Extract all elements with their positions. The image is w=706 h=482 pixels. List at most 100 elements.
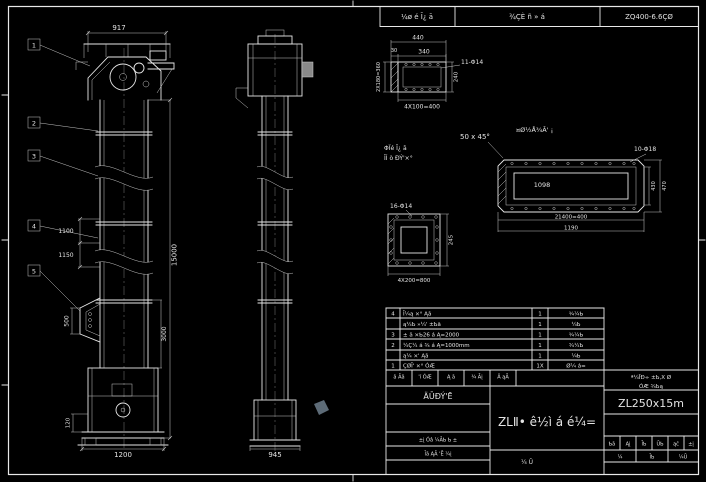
dim-945: 945 (268, 451, 281, 459)
detail-c: 16-Φ14 245 4X200=800 (387, 203, 455, 284)
tb-grid1-1: Ąį (626, 442, 631, 448)
bom-desc: ą¼ ×' Ąā (403, 354, 428, 360)
balloon-callouts: 1 2 3 4 5 (27, 38, 99, 312)
note-line-1: ΦΪé Ī¿ ā (384, 145, 407, 152)
tb-grid2-0: ¼ (618, 455, 623, 461)
dim-430: 430 (651, 181, 657, 191)
dim-3000: 3000 (161, 326, 168, 341)
bom-row: 1 ÇØĪ' ×° ÓÆ 1X Ø¼ á= (391, 363, 586, 370)
boot-section (77, 367, 169, 446)
bom-no: 4 (391, 312, 395, 318)
elevator-head (75, 43, 175, 101)
bom-desc: ± ā ×Ƅ26 á Ą=2000 (403, 332, 460, 339)
drawing-title: ZLⅡ• ê½ì á é¼= (498, 415, 596, 429)
bom-no: 1 (391, 364, 395, 370)
right-note: ¤Ø½Å¾Ā' ¡ (516, 125, 553, 134)
tb-small-2: Ą ā (447, 375, 455, 381)
dim-bottom-b1: 21400=400 (555, 215, 588, 221)
balloon-2: 2 (32, 120, 36, 128)
side-view: 945 (235, 29, 329, 459)
holes-label-b: 10-Φ18 (634, 146, 656, 153)
balloon-5: 5 (32, 268, 36, 276)
detail-a: 440 340 30 4X100=400 2X180=360 240 11-Φ1… (376, 35, 483, 111)
bom-desc: ÇØĪ' ×° ÓÆ (403, 363, 435, 370)
header-cell-2: ¾ÇÈ ñ » á (509, 12, 545, 21)
bom-mat: ¾¼Ƅ (569, 312, 584, 318)
dim-30: 30 (391, 48, 397, 54)
tb-grid2-1: ĪƄ (650, 454, 655, 461)
bom-qty: 1 (538, 322, 542, 328)
bom-row: ą¼Ƅ »¼' ±Ƅā 1 ¼Ƅ (403, 322, 581, 328)
dim-right-a: 240 (454, 71, 460, 82)
title-block: ā Āā 'í ÓÆ Ą ā ¾ Āį Ä ąĀ ÄŪÐÝ'Ē ±į Óâ ¼Ā… (385, 369, 699, 475)
header-cell-3: ZQ400-6.6ÇØ (625, 13, 673, 21)
holes-label-c: 16-Φ14 (390, 203, 412, 210)
detail-b: 1098 10-Φ18 430 470 21400=400 1190 (497, 146, 668, 232)
dim-440: 440 (412, 35, 424, 42)
tb-small-0: ā Āā (393, 374, 404, 381)
bom-row: 2 ¼Ç¼ á ¾ á Ą=1000mm 1 ¾¼Ƅ (391, 342, 583, 349)
tb-grid1-4: ąč (673, 441, 679, 448)
bom-qty: 1 (538, 354, 542, 360)
bom-table: 4 Ī¼ą ×° Ąā 1 ¾¼Ƅ ą¼Ƅ »¼' ±Ƅā 1 ¼Ƅ 3 ± ā… (385, 307, 605, 371)
dim-4x100: 4X100=400 (404, 104, 440, 111)
header-cell-1: ¼ø é Ī¿ ā (401, 12, 433, 21)
dim-1098: 1098 (534, 181, 551, 189)
tb-small-4: Ä ąĀ (497, 374, 509, 381)
tb-row-b: Īā ĄĀ 'Ē ¼į (424, 451, 452, 458)
bom-mat: Ø¼ á= (566, 363, 586, 370)
tb-grid1-3: ŪƄ (656, 441, 664, 448)
dim-15000: 15000 (171, 244, 179, 266)
bom-row: 4 Ī¼ą ×° Ąā 1 ¾¼Ƅ (391, 311, 583, 318)
bom-no: 3 (391, 333, 395, 339)
bom-qty: 1X (536, 364, 543, 370)
detail-c-holes (389, 215, 439, 265)
tb-small-1: 'í ÓÆ (418, 374, 431, 381)
dim-917: 917 (112, 24, 125, 32)
inlet-hopper (79, 297, 101, 343)
dim-4x200: 4X200=800 (398, 278, 431, 284)
bom-row: 3 ± ā ×Ƅ26 á Ą=2000 1 ¾¼Ƅ (391, 332, 583, 339)
tb-grid2-2: ¼Ū (679, 454, 688, 461)
annotations: 50 x 45° ¤Ø½Å¾Ā' ¡ ΦΪé Ī¿ ā ĪÍ ò ÐÝ'×° (384, 125, 553, 162)
bom-qty: 1 (538, 333, 542, 339)
motor-block (301, 61, 314, 78)
dim-1190: 1190 (564, 226, 578, 232)
detail-a-holes (404, 63, 440, 91)
front-view: 917 1100 1150 500 15000 3000 1200 120 1 … (27, 24, 179, 459)
tb-grid1-2: ĪƄ (642, 441, 647, 448)
bom-row: ą¼ ×' Ąā 1 ¼Ƅ (403, 354, 581, 360)
dim-1200: 1200 (114, 451, 132, 459)
casing-column (94, 99, 154, 369)
bom-desc: ¼Ç¼ á ¾ á Ą=1000mm (403, 342, 470, 349)
bom-desc: ą¼Ƅ »¼' ±Ƅā (403, 322, 441, 328)
balloon-4: 4 (32, 223, 36, 231)
tb-bottom-note: ¼ Ū (521, 459, 533, 466)
tb-grid1-0: Ƅā (609, 442, 616, 448)
tb-row-a: ±į Óâ ¼ĀƄ Ƅ ± (419, 437, 457, 444)
chamfer-note: 50 x 45° (460, 133, 490, 141)
bom-desc: Ī¼ą ×° Ąā (403, 311, 431, 318)
model-number: ZL250x15m (618, 397, 684, 410)
section-mark-blob (314, 400, 329, 415)
bom-mat: ¾¼Ƅ (569, 343, 584, 349)
bom-mat: ¾¼Ƅ (569, 333, 584, 339)
tb-right-line1: ª¼ĪÐ÷ ±Ƅ,X Ø (631, 374, 672, 381)
dim-470: 470 (662, 181, 668, 191)
balloon-1: 1 (32, 42, 36, 50)
tb-grid1-5: ±į (688, 442, 694, 448)
bom-mat: ¼Ƅ (571, 322, 580, 328)
bom-mat: ¼Ƅ (571, 354, 580, 360)
balloon-3: 3 (32, 153, 36, 161)
header-strip: ¼ø é Ī¿ ā ¾ÇÈ ñ » á ZQ400-6.6ÇØ (379, 6, 699, 27)
dim-left-a: 2X180=360 (376, 62, 382, 92)
note-line-2: ĪÍ ò ÐÝ'×° (384, 155, 413, 162)
bom-no: 2 (391, 343, 395, 349)
bom-qty: 1 (538, 312, 542, 318)
tb-right-line2: ÓÆ ¾Ƅą (639, 383, 664, 390)
tb-small-3: ¾ Āį (471, 374, 483, 381)
dim-245: 245 (449, 234, 455, 245)
dim-120: 120 (66, 417, 72, 428)
